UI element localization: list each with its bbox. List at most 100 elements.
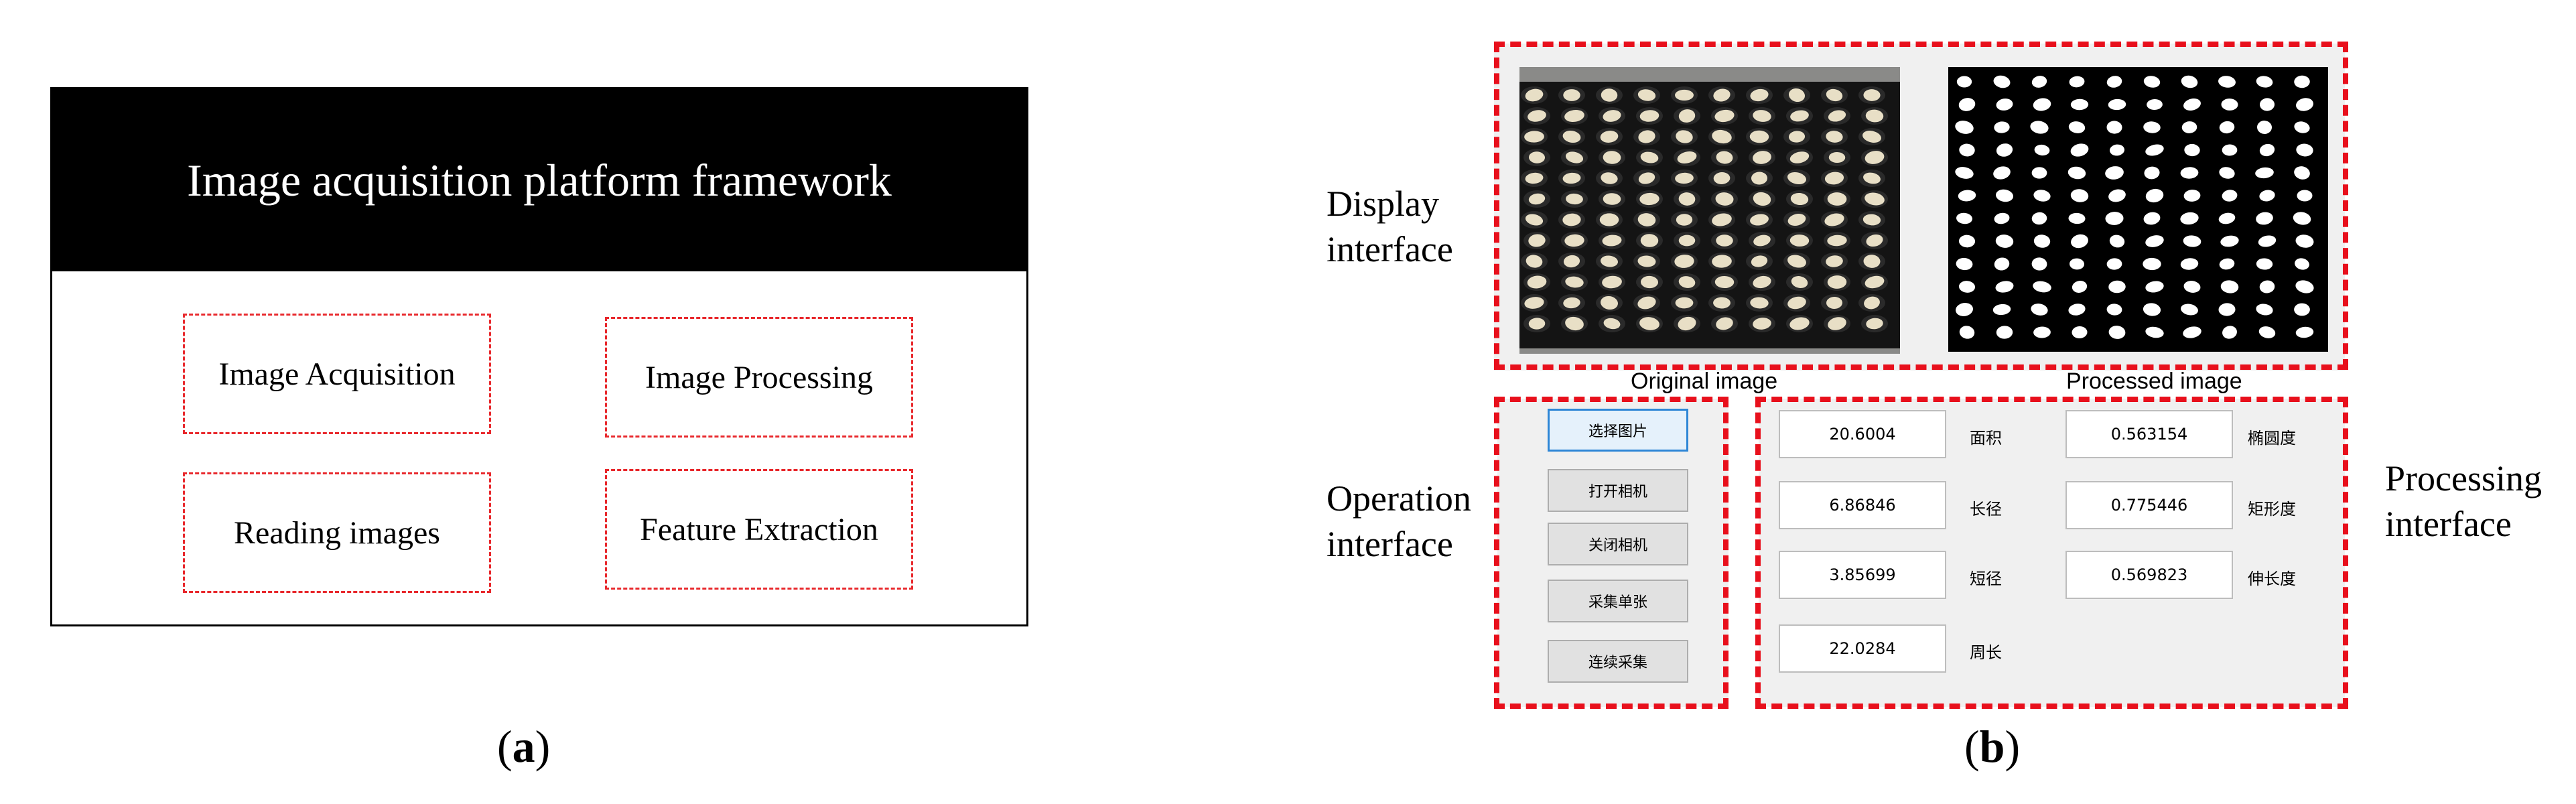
seed-blob [2294, 166, 2310, 180]
seed-cell [1674, 232, 1700, 249]
seed-blob [1994, 121, 2010, 133]
seed-blob [2258, 235, 2277, 247]
seed-blob [2218, 76, 2236, 88]
seed-blob [2145, 235, 2164, 247]
seed-cell [1821, 294, 1848, 312]
seed-cell [1633, 86, 1660, 104]
major-axis-value[interactable]: 6.86846 [1779, 481, 1946, 529]
seed-blob [2034, 144, 2050, 156]
seed-cell [1636, 273, 1663, 291]
seed-blob [2108, 98, 2126, 111]
seed-blob [1992, 304, 2011, 316]
seed-blob [2183, 98, 2201, 111]
seed-cell [1671, 128, 1698, 145]
box-image-processing: Image Processing [605, 317, 913, 438]
seed-blob [2220, 280, 2239, 293]
display-frame [1494, 42, 2348, 370]
seed-blob [2067, 166, 2086, 180]
seed-blob [2105, 166, 2124, 180]
seed-blob [2222, 190, 2238, 202]
continuous-capture-button[interactable]: 连续采集 [1548, 640, 1688, 683]
ellipticity-value[interactable]: 0.563154 [2065, 410, 2233, 458]
rectangularity-value[interactable]: 0.775446 [2065, 481, 2233, 529]
seed-blob [2143, 303, 2161, 316]
seed-cell [1858, 86, 1885, 104]
seed-cell [1861, 190, 1888, 208]
seed-blob [2106, 304, 2122, 316]
seed-blob [2219, 121, 2235, 134]
seed-cell [1786, 232, 1813, 249]
seed-cell [1821, 128, 1848, 145]
seed-blob [2108, 326, 2126, 339]
seed-cell [1596, 170, 1623, 187]
seed-blob [1995, 189, 2014, 202]
seed-cell [1746, 253, 1773, 270]
seed-cell [1521, 128, 1548, 145]
perimeter-label: 周长 [1970, 643, 2002, 662]
seed-blob [2294, 121, 2310, 133]
seed-blob [2183, 326, 2201, 338]
seed-cell [1749, 232, 1775, 249]
seed-blob [2033, 326, 2051, 338]
seed-cell [1558, 294, 1585, 312]
seed-blob [2033, 281, 2051, 293]
close-camera-button[interactable]: 关闭相机 [1548, 523, 1688, 565]
framework-title: Image acquisition platform framework [187, 154, 892, 206]
seed-cell [1749, 273, 1775, 291]
seed-cell [1708, 294, 1735, 312]
seed-blob [2183, 281, 2201, 293]
seed-cell [1749, 149, 1775, 166]
seed-blob [2180, 212, 2199, 225]
seed-blob [2068, 212, 2086, 224]
seed-cell [1746, 211, 1773, 228]
seed-cell [1824, 149, 1850, 166]
seed-blob [1959, 326, 1975, 339]
seed-blob [2295, 258, 2309, 270]
seed-cell [1861, 149, 1888, 166]
seed-blob [2184, 143, 2200, 157]
seed-cell [1521, 253, 1548, 270]
seed-cell [1749, 190, 1775, 208]
seed-blob [2295, 234, 2314, 248]
seed-blob [1996, 98, 2013, 111]
seed-blob [2219, 258, 2235, 270]
seed-cell [1861, 107, 1888, 125]
rectangularity-label: 矩形度 [2248, 500, 2296, 519]
seed-cell [1708, 86, 1735, 104]
elongation-label: 伸长度 [2248, 570, 2296, 588]
framework-diagram: Image acquisition platform framework Ima… [50, 87, 1028, 626]
minor-axis-value[interactable]: 3.85699 [1779, 551, 1946, 599]
seed-blob [2033, 190, 2051, 202]
seed-blob [1993, 75, 2011, 88]
seed-cell [1636, 315, 1663, 332]
seed-blob [2218, 303, 2236, 316]
framework-header: Image acquisition platform framework [52, 89, 1026, 271]
seed-cell [1599, 232, 1625, 249]
seed-blob [2222, 144, 2238, 156]
seed-cell [1561, 232, 1588, 249]
box-image-acquisition: Image Acquisition [183, 314, 491, 434]
seed-blob [2069, 76, 2085, 88]
seed-blob [2296, 98, 2313, 111]
open-camera-button[interactable]: 打开相机 [1548, 469, 1688, 512]
seed-cell [1596, 128, 1623, 145]
seed-cell [1521, 211, 1548, 228]
elongation-value[interactable]: 0.569823 [2065, 551, 2233, 599]
perimeter-value[interactable]: 22.0284 [1779, 624, 1946, 673]
select-image-button[interactable]: 选择图片 [1548, 409, 1688, 452]
seed-cell [1749, 107, 1775, 125]
seed-cell [1599, 315, 1625, 332]
seed-cell [1636, 232, 1663, 249]
seed-cell [1561, 315, 1588, 332]
seed-cell [1786, 273, 1813, 291]
capture-single-button[interactable]: 采集单张 [1548, 580, 1688, 622]
seed-blob [2145, 188, 2164, 203]
seed-blob [2220, 235, 2239, 247]
area-value[interactable]: 20.6004 [1779, 410, 1946, 458]
seed-blob [2031, 304, 2048, 316]
seed-blob [2296, 143, 2313, 157]
seed-cell [1671, 253, 1698, 270]
seed-cell [1523, 232, 1550, 249]
seed-blob [2145, 326, 2164, 338]
seed-cell [1824, 232, 1850, 249]
